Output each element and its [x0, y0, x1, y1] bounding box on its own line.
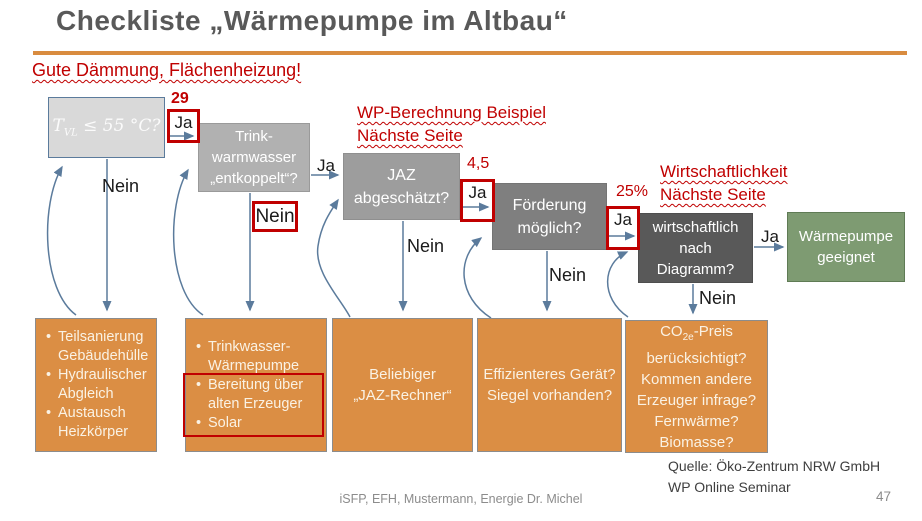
- decision-jaz-estimated: JAZ abgeschätzt?: [343, 153, 460, 220]
- nein-label-4: Nein: [549, 265, 587, 285]
- action-co2-text: CO2e-Preis berücksichtigt? Kommen andere…: [636, 322, 757, 451]
- result-heat-pump-suitable: Wärmepumpe geeignet: [787, 212, 905, 282]
- decision-flow-temperature: TVL ≤ 55 °C?: [48, 97, 165, 158]
- arrow-loop-4: [463, 237, 492, 319]
- arrow-loop-5: [606, 251, 629, 318]
- arrow-loop-1: [46, 165, 77, 316]
- ja-label-1: Ja: [174, 113, 193, 132]
- list-item: Solar: [196, 414, 320, 433]
- annotation-value-29: 29: [171, 90, 189, 107]
- slide-title: Checkliste „Wärmepumpe im Altbau“: [56, 5, 568, 36]
- action-box-efficient-device: Effizienteres Gerät? Siegel vorhanden?: [477, 318, 622, 452]
- decision-hot-water-decoupled: Trink­warmwasser „entkoppelt“?: [198, 123, 310, 192]
- action-box-envelope: Teilsanierung Gebäudehülle Hydraulischer…: [35, 318, 157, 452]
- action-box-hot-water: Trinkwasser-Wärmepumpe Bereitung über al…: [185, 318, 327, 452]
- nein-label-3: Nein: [407, 236, 445, 256]
- action-box-jaz-calculator: Beliebiger „JAZ-Rechner“: [332, 318, 473, 452]
- source-line2: WP Online Seminar: [668, 479, 791, 495]
- decision-economical: wirtschaftlich nach Diagramm?: [638, 213, 753, 283]
- note-wp-line1: WP-Berechnung Beispiel: [357, 103, 546, 122]
- list-item: Bereitung über alten Erzeuger: [196, 376, 320, 414]
- ja-marker-1: Ja: [167, 109, 200, 143]
- action-device-line1: Effizienteres Gerät?: [483, 366, 616, 383]
- note-economics-line2: Nächste Seite: [660, 185, 766, 204]
- action-list-hot-water: Trinkwasser-Wärmepumpe Bereitung über al…: [186, 338, 326, 433]
- note-economics-line1: Wirtschaftlichkeit: [660, 162, 788, 181]
- highlight-frame-hot-water: [183, 373, 324, 437]
- ja-marker-2: Ja: [460, 179, 495, 222]
- formula-tvl: TVL ≤ 55 °C?: [52, 116, 161, 139]
- nein-label-framed: Nein: [255, 205, 295, 227]
- note-wp-calculation: WP-Berechnung Beispiel Nächste Seite: [357, 101, 546, 147]
- note-insulation: Gute Dämmung, Flächenheizung!: [32, 60, 302, 80]
- decision-funding-possible: Förderung möglich?: [492, 183, 607, 250]
- ja-marker-3: Ja: [606, 206, 640, 250]
- annotation-value-4-5: 4,5: [467, 155, 490, 172]
- nein-label-1: Nein: [102, 176, 140, 196]
- title-rule: [33, 51, 907, 55]
- action-device-line2: Siegel vorhanden?: [486, 387, 613, 404]
- nein-marker-framed: Nein: [252, 201, 298, 232]
- footer-text: iSFP, EFH, Mustermann, Energie Dr. Miche…: [339, 492, 583, 506]
- ja-label-3: Ja: [614, 210, 632, 229]
- list-item: Hydraulischer Abgleich: [46, 366, 150, 404]
- nein-label-5: Nein: [699, 288, 737, 308]
- ja-label-plain-2: Ja: [761, 227, 779, 246]
- source-note: Quelle: Öko-Zentrum NRW GmbH WP Online S…: [668, 456, 880, 498]
- ja-label-2: Ja: [468, 183, 487, 202]
- page-number: 47: [876, 489, 892, 504]
- note-economics: Wirtschaftlichkeit Nächste Seite: [660, 160, 788, 206]
- list-item: Trinkwasser-Wärmepumpe: [196, 338, 320, 376]
- list-item: Teilsanierung Gebäudehülle: [46, 328, 150, 366]
- action-box-co2-price: CO2e-Preis berücksichtigt? Kommen andere…: [625, 320, 768, 453]
- ja-label-plain-1: Ja: [317, 156, 335, 175]
- annotation-value-25pct: 25%: [616, 183, 649, 200]
- action-list-envelope: Teilsanierung Gebäudehülle Hydraulischer…: [36, 328, 156, 442]
- source-line1: Quelle: Öko-Zentrum NRW GmbH: [668, 458, 881, 474]
- list-item: Austausch Heizkörper: [46, 404, 150, 442]
- note-wp-line2: Nächste Seite: [357, 126, 463, 145]
- action-jaz-line2: „JAZ-Rechner“: [353, 387, 452, 404]
- action-jaz-line1: Beliebiger: [369, 366, 436, 383]
